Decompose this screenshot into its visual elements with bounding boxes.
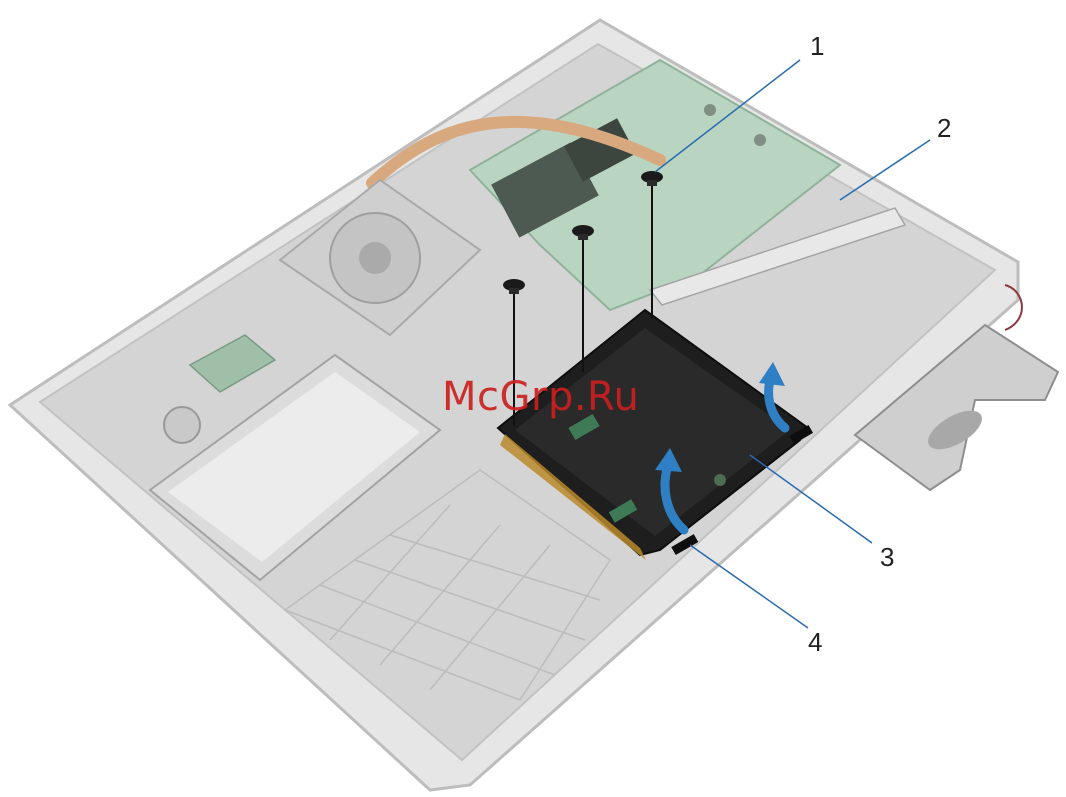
callout-number-2: 2 (937, 113, 951, 143)
callout-number-3: 3 (880, 542, 894, 572)
callout-leader-line (690, 545, 808, 628)
callout-number-1: 1 (810, 31, 824, 61)
coin-cell-battery (164, 407, 200, 443)
callout-number-4: 4 (808, 627, 822, 657)
watermark-text: McGrp.Ru (442, 374, 639, 420)
